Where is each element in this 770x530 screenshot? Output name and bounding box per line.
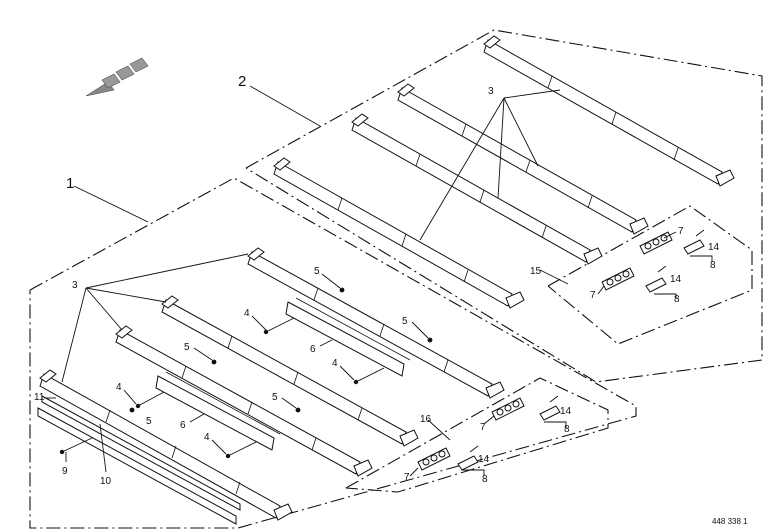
label-screw: 9 <box>62 466 68 477</box>
lower-roller-1 <box>247 247 505 399</box>
lower-roller-4 <box>39 369 293 521</box>
leader-lines <box>44 85 713 477</box>
label-assembly-2: 2 <box>238 73 246 90</box>
scraper-plate-lower <box>155 371 281 451</box>
label-assembly-1: 1 <box>66 175 74 192</box>
label-kit-15: 15 <box>530 266 542 277</box>
assembly-1-frame <box>29 177 637 529</box>
label-nut-1: 5 <box>314 266 320 277</box>
label-chain-1: 7 <box>678 226 684 237</box>
label-rail: 10 <box>100 476 112 487</box>
rail <box>37 395 241 525</box>
label-nut-5: 5 <box>146 416 152 427</box>
label-bolt-4: 4 <box>204 432 210 443</box>
label-roller-upper: 3 <box>488 86 494 97</box>
direction-arrow-icon <box>85 57 149 97</box>
kit-16-parts <box>417 395 561 471</box>
label-pin-2: 14 <box>670 274 682 285</box>
lower-roller-3 <box>115 325 373 477</box>
label-pin-4: 14 <box>478 454 490 465</box>
label-roller-lower: 3 <box>72 280 78 291</box>
label-link-4: 8 <box>482 474 488 485</box>
label-chain-2: 7 <box>590 290 596 301</box>
label-link-1: 8 <box>710 260 716 271</box>
label-bolt-2: 4 <box>332 358 338 369</box>
upper-roller-3 <box>351 113 603 265</box>
label-chain-3: 7 <box>480 422 486 433</box>
kit-16-frame <box>345 377 609 493</box>
label-pin-3: 14 <box>560 406 572 417</box>
label-nut-4: 5 <box>272 392 278 403</box>
label-link-2: 8 <box>674 294 680 305</box>
label-nut-3: 5 <box>184 342 190 353</box>
label-kit-16: 16 <box>420 414 432 425</box>
upper-roller-4 <box>273 157 525 309</box>
label-scraper-1: 6 <box>310 344 316 355</box>
kit-15-parts <box>601 229 705 293</box>
scraper-plate-upper <box>285 297 411 377</box>
label-bolt-3: 4 <box>116 382 122 393</box>
label-scraper-2: 6 <box>180 420 186 431</box>
label-pin-1: 14 <box>708 242 720 253</box>
label-chain-4: 7 <box>404 472 410 483</box>
drawing-number: 448 338 1 <box>712 517 748 526</box>
assembly-2-frame <box>245 29 763 383</box>
callout-labels: 2 1 3 3 5 5 5 5 5 4 4 4 4 6 6 11 9 10 15… <box>34 73 748 526</box>
label-nut-2: 5 <box>402 316 408 327</box>
upper-roller-2 <box>397 83 649 235</box>
bolts <box>59 317 385 459</box>
upper-roller-1 <box>483 35 735 187</box>
nuts <box>129 287 433 413</box>
label-link-3: 8 <box>564 424 570 435</box>
label-bracket: 11 <box>34 392 45 403</box>
label-bolt-1: 4 <box>244 308 250 319</box>
lower-roller-2 <box>161 295 419 447</box>
kit-15-frame <box>547 205 753 345</box>
